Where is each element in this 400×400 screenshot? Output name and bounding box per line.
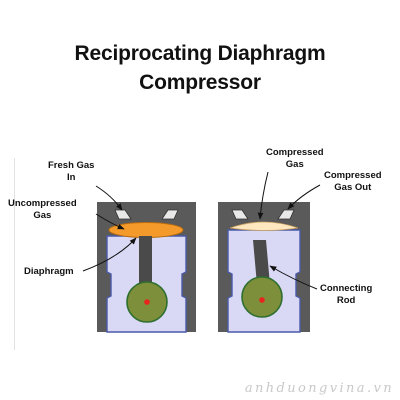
label-uncompressed-gas-line-1: Uncompressed [8, 198, 77, 209]
label-uncompressed-gas-line-2: Gas [33, 209, 52, 221]
diagram-title-line-2: Compressor [139, 71, 261, 94]
right-compressor [218, 202, 310, 333]
label-connecting-rod-line-2: Rod [336, 294, 356, 306]
label-connecting-rod: Connecting Rod [320, 283, 372, 306]
left-compressor [97, 202, 196, 333]
left-outlet-valve [161, 209, 179, 220]
label-compressed-gas-out: Compressed Gas Out [324, 170, 382, 193]
arrow-compressed-gas [257, 171, 269, 220]
label-fresh-gas-in-line-1: Fresh Gas [48, 160, 95, 171]
label-connecting-rod-line-1: Connecting [320, 283, 373, 294]
label-compressed-gas-out-line-2: Gas Out [334, 181, 372, 193]
right-crank [241, 276, 283, 318]
right-inlet-valve [231, 209, 249, 220]
left-border-line [14, 158, 15, 350]
watermark-text: anhduongvina.vn [244, 381, 394, 396]
arrow-fresh-gas-in [95, 185, 123, 211]
right-outlet-valve [277, 209, 295, 220]
label-compressed-gas-out-line-1: Compressed [324, 170, 382, 181]
diagram-title-line-1: Reciprocating Diaphragm [74, 42, 326, 65]
arrow-compressed-gas-out [287, 184, 321, 210]
arrow-connecting-rod [269, 265, 318, 290]
label-compressed-gas-line-2: Gas [285, 158, 304, 170]
label-fresh-gas-in-line-2: In [67, 171, 76, 183]
label-diaphragm-line-1: Diaphragm [24, 266, 74, 277]
callout-arrows [82, 171, 321, 290]
left-crank-pin [144, 299, 150, 305]
right-crank-pin [259, 297, 265, 303]
left-connecting-rod [139, 236, 152, 294]
label-compressed-gas-line-1: Compressed [266, 147, 324, 158]
label-compressed-gas: Compressed Gas [266, 147, 324, 170]
label-diaphragm: Diaphragm [24, 266, 74, 278]
label-fresh-gas-in: Fresh Gas In [48, 160, 94, 183]
left-uncompressed-gas [108, 222, 184, 238]
label-uncompressed-gas: Uncompressed Gas [8, 198, 77, 221]
arrow-diaphragm [82, 237, 137, 272]
arrow-uncompressed-gas [95, 213, 125, 230]
right-compressed-gas [229, 221, 299, 231]
